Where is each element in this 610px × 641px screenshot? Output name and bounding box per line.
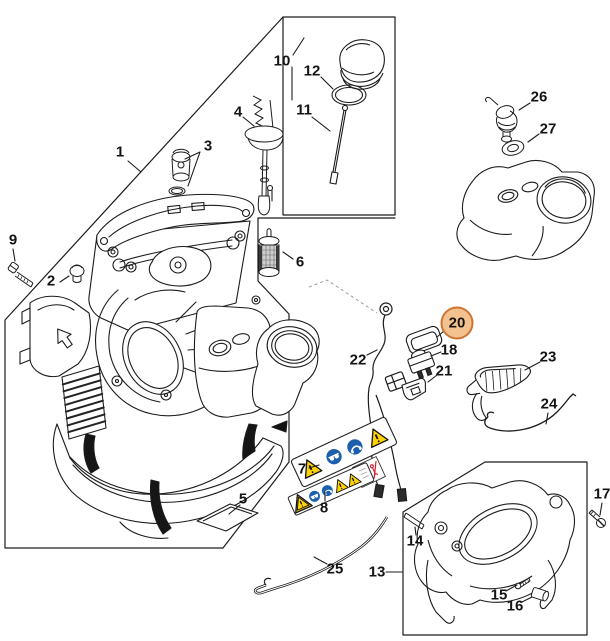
part-callout-23[interactable]: 23 [539,348,557,366]
connector-boot-drawing-part21 [401,377,427,401]
placement-arrow-icon [271,420,288,433]
cap-retainer-drawing [341,104,349,112]
part-callout-3[interactable]: 3 [203,137,213,155]
part-callout-14[interactable]: 14 [406,532,424,550]
grommet-drawing-part2 [69,264,85,283]
part-callout-21[interactable]: 21 [435,362,453,380]
part-callout-22[interactable]: 22 [349,351,367,369]
fuel-cap-sub-box [282,16,396,216]
part-callout-6[interactable]: 6 [295,253,305,271]
bolt-drawing-part9 [7,261,34,288]
part-callout-10[interactable]: 10 [273,52,291,70]
primer-base-drawing-part3 [168,148,191,196]
throttle-trigger-drawing-part23 [466,364,531,421]
pin-drawing-part14 [403,512,425,530]
screw-drawing-part17 [588,509,606,528]
part-callout-18[interactable]: 18 [440,341,458,359]
part-callout-13[interactable]: 13 [368,563,386,581]
switch-cover-drawing-part20 [405,325,443,355]
warning-label-drawing-part8 [287,462,375,516]
part-callout-15[interactable]: 15 [490,586,508,604]
stop-switch-drawing-part18 [407,349,435,380]
part-callout-1[interactable]: 1 [115,143,125,161]
part-callout-7[interactable]: 7 [297,460,307,478]
part-callout-9[interactable]: 9 [8,231,18,249]
part-callout-5[interactable]: 5 [238,490,248,508]
part-callout-25[interactable]: 25 [326,560,344,578]
plug-drawing-part16 [530,587,549,602]
cover-plate-drawing-part5 [196,503,259,532]
part-callout-27[interactable]: 27 [539,120,557,138]
part-callout-24[interactable]: 24 [540,395,558,413]
part-callout-16[interactable]: 16 [506,597,524,615]
handle-shell-drawing-part13 [413,480,576,624]
part-callout-12[interactable]: 12 [303,62,321,80]
fuel-pickup-drawing-part4 [244,95,284,216]
blower-housing-drawing [19,184,320,539]
tank-elbow-drawing [456,159,595,261]
tank-grommet-drawing-part27 [501,140,525,156]
throttle-rod-drawing-part24 [484,393,577,432]
part-callout-2[interactable]: 2 [46,272,56,290]
part-callout-8[interactable]: 8 [319,499,329,517]
part-callout-17[interactable]: 17 [593,485,610,503]
orientation-arrow-icon [57,328,73,349]
vent-valve-drawing-part26 [485,97,518,143]
cap-oring-drawing [331,84,367,106]
part-callout-4[interactable]: 4 [233,103,243,121]
part-callout-11[interactable]: 11 [296,101,312,119]
fuel-cap-drawing [329,39,385,185]
handle-housing-sub-box [402,461,588,636]
callout-leader-lines [12,37,603,603]
retainer-wire-drawing-part25 [253,516,389,595]
fuel-filter-drawing-part6 [258,228,280,277]
part-callout-26[interactable]: 26 [530,88,548,106]
assembly-boundary-lines [4,16,588,636]
part-callout-20[interactable]: 20 [440,306,474,340]
